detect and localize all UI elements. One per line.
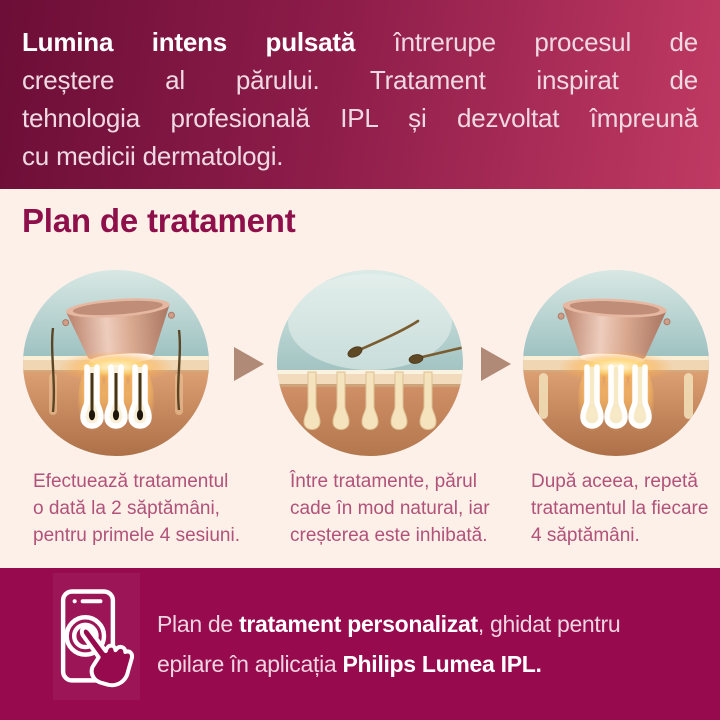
step1-caption: Efectuează tratamentul o dată la 2 săptă…: [33, 471, 240, 546]
step3-caption: După aceea, repetă tratamentul la fiecar…: [531, 471, 709, 546]
hero-text-rest: întrerupe procesul de: [393, 27, 699, 57]
footer-text-line1: Plan de tratament personalizat, ghidat p…: [157, 611, 621, 637]
hair-shedding-icon: [277, 270, 463, 456]
step2-illustration-hair-shedding: [277, 270, 463, 456]
hero-text-line2: creștere al părului. Tratament inspirat …: [22, 65, 698, 95]
footer-text: Plan de tratament personalizat, ghidat p…: [157, 604, 621, 684]
footer-text-line2: epilare în aplicația Philips Lumea IPL.: [157, 651, 542, 677]
hero-bold-text: Lumina intens pulsată: [22, 27, 356, 57]
hero-banner: Lumina intens pulsată întrerupe procesul…: [0, 0, 720, 189]
footer-banner: Plan de tratament personalizat, ghidat p…: [0, 568, 720, 720]
step2-caption: Între tratamente, părul cade în mod natu…: [290, 471, 490, 546]
ipl-device-skin-icon: [23, 270, 209, 456]
ipl-device-repeat-icon: [523, 270, 709, 456]
arrow-right-icon: [481, 347, 511, 381]
section-title: Plan de tratament: [22, 202, 296, 239]
phone-icon-tile: [53, 573, 140, 700]
phone-tap-icon: [60, 589, 134, 688]
hero-text-line3: tehnologia profesională IPL și dezvoltat…: [22, 103, 698, 133]
hero-text-line4: cu medicii dermatologi.: [22, 141, 284, 171]
hero-text-line1: Lumina intens pulsată întrerupe procesul…: [22, 23, 698, 61]
arrow-right-icon: [234, 347, 264, 381]
step1-illustration-ipl-treatment: [23, 270, 209, 456]
step3-illustration-repeat-treatment: [523, 270, 709, 456]
